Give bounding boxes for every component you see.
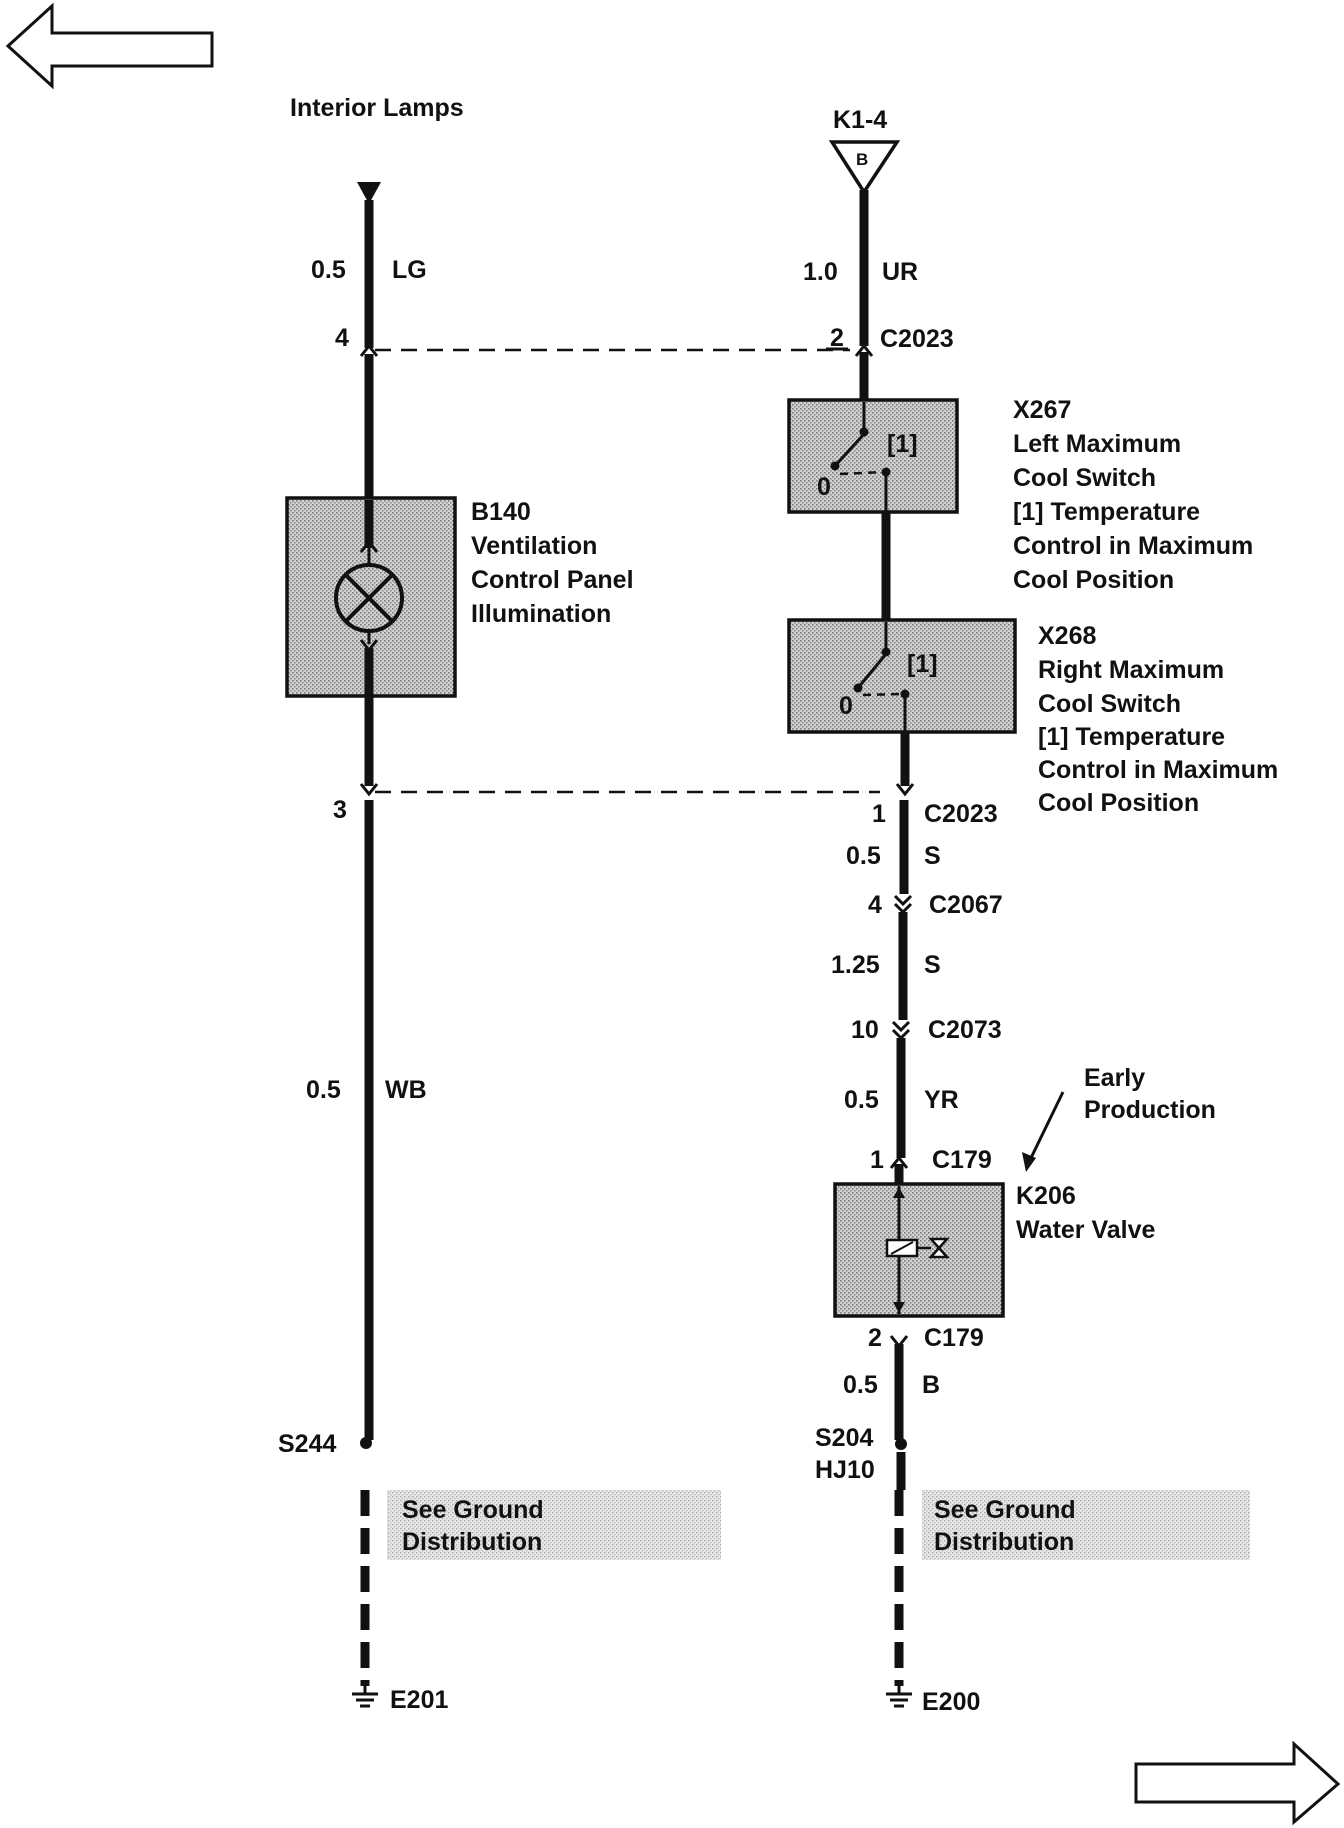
ground-icon	[886, 1686, 912, 1708]
x267-zero-label: 0	[817, 473, 831, 501]
connector-chevron-icon	[895, 783, 915, 797]
k206-valve-box	[833, 1182, 1005, 1318]
arrow-up-icon	[893, 1187, 905, 1198]
interior-lamps-title: Interior Lamps	[290, 94, 464, 122]
wire-size-lg: 0.5	[311, 256, 346, 284]
left-circuit: Interior Lamps 0.5 LG 4 B140 Ventilation…	[278, 94, 721, 1714]
x267-desc-line-3: Cool Switch	[1013, 464, 1156, 492]
connector-pin-4-c2067: 4	[868, 891, 882, 919]
x267-desc-line-2: Left Maximum	[1013, 430, 1181, 458]
wire-color-ur: UR	[882, 258, 918, 286]
arrow-down-icon	[893, 1302, 905, 1313]
wire-color-s-1: S	[924, 842, 941, 870]
x268-desc-line-6: Cool Position	[1038, 789, 1199, 817]
connector-pin-4: 4	[335, 324, 349, 352]
wire-terminal-icon	[357, 182, 381, 204]
wire-size-yr: 0.5	[844, 1086, 879, 1114]
connector-pin-10-c2073: 10	[851, 1016, 879, 1044]
right-arrow-outline-icon	[1134, 1740, 1341, 1826]
connector-c2073: C2073	[928, 1016, 1002, 1044]
connector-chevron-icon	[359, 343, 379, 357]
wire-size-wb: 0.5	[306, 1076, 341, 1104]
x267-desc-line-6: Cool Position	[1013, 566, 1174, 594]
ground-icon	[352, 1686, 378, 1708]
x268-desc-line-3: Cool Switch	[1038, 690, 1181, 718]
connector-c2023-bottom: C2023	[924, 800, 998, 828]
x268-desc-line-4: [1] Temperature	[1038, 723, 1225, 751]
x267-desc-line-1: X267	[1013, 396, 1071, 424]
b140-name-line-2: Control Panel	[471, 566, 634, 594]
b140-id: B140	[471, 498, 531, 526]
wire-size-ur: 1.0	[803, 258, 838, 286]
b140-name-line-3: Illumination	[471, 600, 611, 628]
splice-s244: S244	[278, 1430, 336, 1458]
splice-dot	[360, 1437, 372, 1449]
prev-page-arrow[interactable]	[5, 2, 214, 90]
x268-contact-label: [1]	[907, 650, 938, 678]
connector-chevron-icon	[359, 783, 379, 797]
connector-chevron-icon	[889, 1155, 909, 1169]
early-production-line-1: Early	[1084, 1064, 1145, 1092]
splice-dot	[895, 1438, 907, 1450]
ground-e200: E200	[922, 1688, 980, 1716]
x267-switch-box	[787, 398, 959, 514]
connector-c179-bottom: C179	[924, 1324, 984, 1352]
splice-s204: S204	[815, 1424, 873, 1452]
connector-double-chevron-icon	[893, 894, 913, 915]
connector-pin-2: 2	[830, 324, 844, 352]
next-page-arrow[interactable]	[1134, 1740, 1341, 1826]
connector-c179-top: C179	[932, 1146, 992, 1174]
x267-desc-line-4: [1] Temperature	[1013, 498, 1200, 526]
see-ground-line-1: See Ground	[402, 1496, 544, 1524]
x268-switch-box	[787, 618, 1017, 734]
connector-c2067: C2067	[929, 891, 1003, 919]
x268-desc-line-1: X268	[1038, 622, 1096, 650]
x267-desc-line-5: Control in Maximum	[1013, 532, 1253, 560]
connector-double-chevron-icon	[891, 1020, 911, 1041]
x268-desc-line-5: Control in Maximum	[1038, 756, 1278, 784]
right-circuit: K1-4 B 1.0 UR 2 C2023 [1] 0 X267 Left Ma…	[787, 106, 1278, 1716]
x268-zero-label: 0	[839, 692, 853, 720]
see-ground-note-left	[387, 1490, 721, 1560]
connector-c2023-top: C2023	[880, 325, 954, 353]
source-pin-b: B	[856, 150, 868, 169]
connector-pin-1-c179: 1	[870, 1146, 884, 1174]
early-production-line-2: Production	[1084, 1096, 1216, 1124]
left-arrow-outline-icon	[5, 2, 214, 90]
see-ground-note-right	[922, 1490, 1250, 1560]
connector-pin-1-c2023: 1	[872, 800, 886, 828]
connector-pin-2-c179: 2	[868, 1324, 882, 1352]
wire-size-s-2: 1.25	[831, 951, 880, 979]
connector-chevron-icon	[854, 343, 874, 357]
wire-color-wb: WB	[385, 1076, 427, 1104]
x267-contact-label: [1]	[887, 430, 918, 458]
wire-color-yr: YR	[924, 1086, 959, 1114]
source-triangle-icon	[828, 140, 901, 196]
ground-e201: E201	[390, 1686, 448, 1714]
wire-color-b: B	[922, 1371, 940, 1399]
x268-desc-line-2: Right Maximum	[1038, 656, 1224, 684]
wire-size-s-1: 0.5	[846, 842, 881, 870]
wire-size-b: 0.5	[843, 1371, 878, 1399]
wire-color-s-2: S	[924, 951, 941, 979]
see-ground-line-1: See Ground	[934, 1496, 1076, 1524]
solenoid-valve-icon	[885, 1237, 950, 1259]
connector-pin-3: 3	[333, 796, 347, 824]
splice-hj10: HJ10	[815, 1456, 875, 1484]
source-k1-4: K1-4	[833, 106, 887, 134]
wire-color-lg: LG	[392, 256, 427, 284]
k206-id: K206	[1016, 1182, 1076, 1210]
chevron-up-icon	[359, 539, 379, 553]
k206-name: Water Valve	[1016, 1216, 1156, 1244]
see-ground-line-2: Distribution	[934, 1528, 1074, 1556]
see-ground-line-2: Distribution	[402, 1528, 542, 1556]
pointer-arrow-icon	[1022, 1152, 1036, 1172]
b140-name-line-1: Ventilation	[471, 532, 597, 560]
